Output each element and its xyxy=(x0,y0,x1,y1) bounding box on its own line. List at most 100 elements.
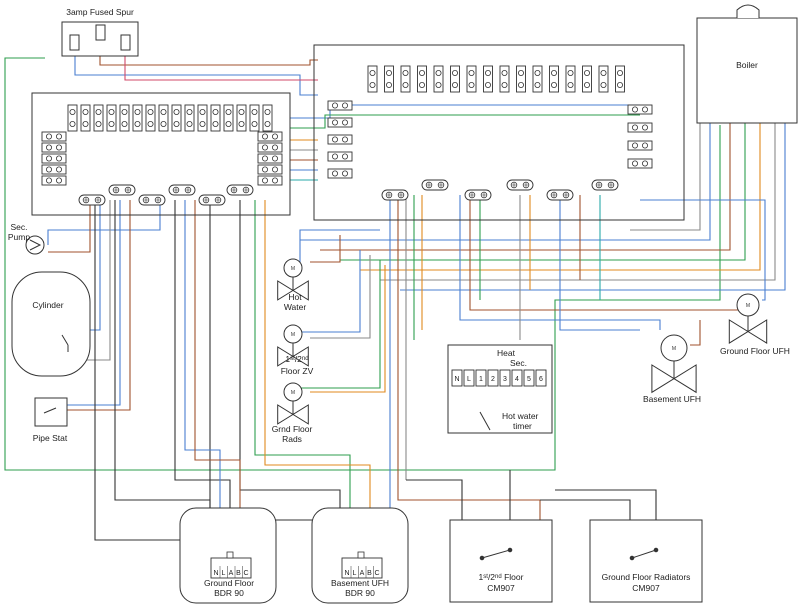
left-right-terminal xyxy=(257,142,283,153)
left-right-terminal xyxy=(257,175,283,186)
wire-motor-gf xyxy=(300,260,381,389)
wire-ufh-base xyxy=(690,320,701,346)
left-panel-top-terminals xyxy=(67,104,273,132)
left-top-terminal xyxy=(119,104,130,132)
cm907-1-switch xyxy=(481,549,511,559)
hot-water-timer-box xyxy=(447,344,553,434)
bdr-terminal-label: B xyxy=(236,570,241,577)
wire-ufh-gf xyxy=(640,199,766,301)
left-top-terminal xyxy=(262,104,273,132)
bdr1-name: Ground Floor xyxy=(203,578,255,588)
sec-pump-label-2: Pump xyxy=(7,232,31,242)
motor-letter: M xyxy=(291,266,295,272)
right-wiring-panel xyxy=(313,44,685,221)
spur-pin-3 xyxy=(120,34,131,51)
left-top-terminal xyxy=(80,104,91,132)
timer-label-2: timer xyxy=(513,421,532,431)
wire-boiler-7 xyxy=(400,120,786,291)
timer-terminal-label: 3 xyxy=(503,376,507,383)
right-top-terminal xyxy=(417,65,427,93)
timer-terminal-label: 5 xyxy=(527,376,531,383)
wire-bdr-6 xyxy=(184,200,221,560)
right-top-terminal xyxy=(532,65,543,93)
sec-pump-arrow xyxy=(29,239,42,251)
right-top-terminal xyxy=(450,65,460,93)
right-left-terminal xyxy=(327,100,353,111)
wire-boiler-4 xyxy=(340,120,746,261)
right-junction xyxy=(591,179,619,191)
left-panel-side-terminals xyxy=(41,131,67,186)
boiler-box xyxy=(696,17,798,124)
timer-terminal: 6 xyxy=(535,369,547,387)
wire-stat-1 xyxy=(60,200,121,406)
bdr-terminal-label: L xyxy=(353,570,357,577)
left-right-terminal xyxy=(257,164,283,175)
right-top-terminal xyxy=(499,65,510,93)
timer-terminal: 5 xyxy=(523,369,535,387)
timer-sec-label: Sec. xyxy=(510,358,528,368)
left-junction xyxy=(226,184,254,196)
first-second-floor-zone-valve: M xyxy=(277,324,309,367)
left-top-terminal xyxy=(132,104,143,132)
right-top-terminal xyxy=(367,65,378,93)
wire-motor-zv-2 xyxy=(310,255,371,339)
wire-bdr-7 xyxy=(194,200,241,560)
ground-floor-rads-valve: M xyxy=(277,382,309,425)
left-junction xyxy=(78,194,106,206)
right-junction xyxy=(421,179,449,191)
spur-pin-1 xyxy=(69,34,80,51)
left-top-terminal xyxy=(184,104,195,132)
right-junction xyxy=(506,179,534,191)
right-left-terminal xyxy=(327,117,353,128)
right-panel-top-terminals xyxy=(367,65,625,93)
bdr-terminal-label: B xyxy=(367,570,372,577)
left-side-terminal xyxy=(41,142,67,153)
right-panel-right-terminals xyxy=(627,104,653,169)
timer-terminal-label: 1 xyxy=(479,376,483,383)
left-side-terminal xyxy=(41,131,67,142)
right-top-terminal xyxy=(483,65,493,93)
left-side-terminal xyxy=(41,153,67,164)
left-top-terminal xyxy=(223,104,234,132)
timer-terminal: L xyxy=(463,369,475,387)
right-right-terminal xyxy=(627,104,653,115)
left-top-terminal xyxy=(145,104,156,132)
bdr-terminal-label: L xyxy=(222,570,226,577)
left-top-terminal xyxy=(67,104,78,132)
left-junction xyxy=(198,194,226,206)
spur-pin-2 xyxy=(95,24,106,41)
wire-earth-left xyxy=(4,57,721,471)
cylinder-label: Cylinder xyxy=(32,300,64,310)
wire-mid-11 xyxy=(559,195,640,331)
boiler-label: Boiler xyxy=(736,60,758,70)
cm1-name: 1st/2nd Floor xyxy=(478,572,524,582)
wire-run-1 xyxy=(290,104,640,119)
gf-rads-label-2: Rads xyxy=(282,434,302,444)
cm907-ground-floor-rads-box xyxy=(589,519,703,603)
left-top-terminal xyxy=(106,104,117,132)
timer-terminal: 2 xyxy=(487,369,499,387)
wire-pump-1 xyxy=(47,200,161,245)
left-junction xyxy=(108,184,136,196)
bdr-terminal-label: N xyxy=(213,570,218,577)
left-top-terminal xyxy=(158,104,169,132)
wire-spur-3 xyxy=(124,45,318,81)
timer-heat-label: Heat xyxy=(497,348,515,358)
wire-spur-1 xyxy=(74,45,318,96)
wire-mid-2 xyxy=(397,195,541,520)
sec-pump-label-1: Sec. xyxy=(10,222,28,232)
timer-terminal-label: 4 xyxy=(515,376,519,383)
hot-water-label-2: Water xyxy=(283,302,307,312)
bdr-terminal-label: C xyxy=(243,570,248,577)
gf-rads-label-1: Grnd Floor xyxy=(271,424,313,434)
left-side-terminal xyxy=(41,164,67,175)
cm2-model: CM907 xyxy=(632,583,660,593)
cm907-2-switch xyxy=(631,549,657,559)
motor-letter: M xyxy=(291,390,295,396)
right-left-terminal xyxy=(327,151,353,162)
right-right-terminal xyxy=(627,140,653,151)
timer-terminal-label: 2 xyxy=(491,376,495,383)
right-left-terminal xyxy=(327,168,353,179)
